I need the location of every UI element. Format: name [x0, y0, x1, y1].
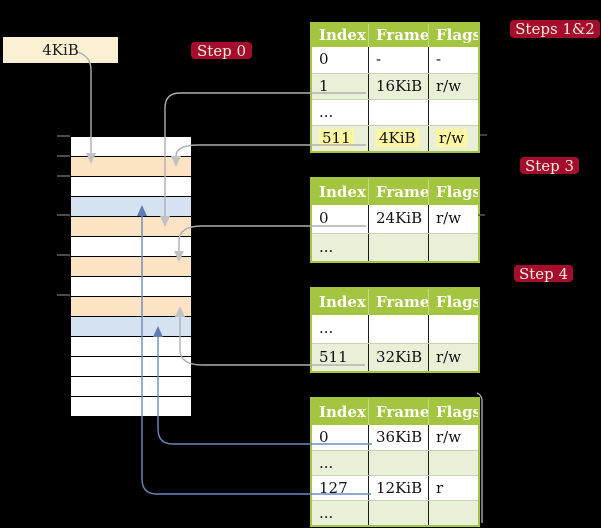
header-cell-flags: Flags: [428, 179, 478, 205]
header-cell-flags: Flags: [428, 289, 478, 315]
memory-frame-row: [71, 337, 191, 357]
header-cell-index: Index: [319, 293, 366, 311]
table-header-row: Index Frame Flags: [312, 399, 478, 425]
table-row: 1 16KiB r/w: [312, 73, 478, 99]
memory-frame-row: [71, 137, 191, 157]
header-cell-flags: Flags: [428, 399, 478, 425]
cell-frame: -: [368, 47, 428, 73]
highlight-mark: 511: [319, 129, 354, 147]
cell-flags: [428, 234, 478, 261]
step-3-badge: Step 3: [520, 157, 579, 175]
header-cell-index: Index: [319, 403, 366, 421]
cell-frame: 36KiB: [368, 425, 428, 450]
cell-flags: [428, 100, 478, 125]
highlight-mark: 4KiB: [376, 129, 419, 147]
table-row: ...: [312, 500, 478, 525]
table-row: 127 12KiB r: [312, 475, 478, 500]
physical-memory-column: [70, 136, 192, 417]
cell-index: ...: [319, 504, 334, 522]
page-table-steps-1-2: Index Frame Flags 0 - - 1 16KiB r/w ... …: [310, 22, 480, 153]
memory-frame-row: [71, 217, 191, 237]
page-table-final: Index Frame Flags 0 36KiB r/w ... 127 12…: [310, 397, 480, 527]
cell-index: 1: [319, 77, 329, 95]
cell-flags: [428, 501, 478, 525]
cell-index: 127: [319, 479, 348, 497]
cell-frame: 24KiB: [368, 205, 428, 233]
header-cell-frame: Frame: [368, 289, 428, 315]
table-row: ...: [312, 99, 478, 125]
header-cell-flags: Flags: [428, 24, 478, 47]
table-row: 0 36KiB r/w: [312, 425, 478, 450]
cell-flags: r/w: [428, 74, 478, 99]
table-row: ...: [312, 315, 478, 343]
cell-flags: [428, 315, 478, 343]
memory-frame-row: [71, 357, 191, 377]
cell-flags: r/w: [428, 126, 478, 151]
cell-frame: 16KiB: [368, 74, 428, 99]
step-0-badge: Step 0: [191, 42, 252, 60]
table-row: ...: [312, 450, 478, 475]
table-row: ...: [312, 233, 478, 261]
header-cell-frame: Frame: [368, 179, 428, 205]
cell-index: ...: [319, 319, 334, 337]
cell-frame: [368, 451, 428, 475]
header-cell-frame: Frame: [368, 24, 428, 47]
cell-frame: 4KiB: [368, 126, 428, 151]
cell-frame: [368, 315, 428, 343]
memory-frame-row: [71, 257, 191, 277]
cell-frame: [368, 501, 428, 525]
table-row: 0 - -: [312, 47, 478, 73]
page-table-step-4: Index Frame Flags ... 511 32KiB r/w: [310, 287, 480, 373]
cell-flags: r/w: [428, 205, 478, 233]
table-row-highlighted: 511 4KiB r/w: [312, 125, 478, 151]
highlight-mark: r/w: [436, 129, 468, 147]
memory-frame-row: [71, 157, 191, 177]
table-header-row: Index Frame Flags: [312, 24, 478, 47]
cell-index: ...: [319, 454, 334, 472]
steps-1-2-badge: Steps 1&2: [510, 20, 600, 38]
step-4-badge: Step 4: [514, 265, 573, 283]
cell-flags: r/w: [428, 425, 478, 450]
cell-index: 0: [319, 428, 329, 446]
cell-flags: -: [428, 47, 478, 73]
header-cell-frame: Frame: [368, 399, 428, 425]
header-cell-index: Index: [319, 183, 366, 201]
cell-index: 511: [319, 348, 348, 366]
cell-frame: 12KiB: [368, 476, 428, 500]
memory-frame-row: [71, 297, 191, 317]
cell-index: ...: [319, 238, 334, 256]
memory-frame-row: [71, 277, 191, 297]
table-row: 0 24KiB r/w: [312, 205, 478, 233]
header-cell-index: Index: [319, 26, 366, 44]
frame-size-label: 4KiB: [3, 37, 118, 63]
table-header-row: Index Frame Flags: [312, 289, 478, 315]
cell-index: 511: [312, 126, 368, 151]
memory-frame-row: [71, 197, 191, 217]
frame-boundary-ticks: [57, 135, 70, 296]
memory-frame-row: [71, 377, 191, 397]
cell-frame: [368, 234, 428, 261]
cell-flags: r: [428, 476, 478, 500]
cell-index: ...: [319, 103, 334, 121]
cell-frame: 32KiB: [368, 344, 428, 371]
cell-frame: [368, 100, 428, 125]
table-header-row: Index Frame Flags: [312, 179, 478, 205]
cell-flags: [428, 451, 478, 475]
cell-flags: r/w: [428, 344, 478, 371]
memory-frame-row: [71, 177, 191, 197]
cell-index: 0: [319, 50, 329, 68]
table-row: 511 32KiB r/w: [312, 343, 478, 371]
cell-index: 0: [319, 209, 329, 227]
page-table-step-3: Index Frame Flags 0 24KiB r/w ...: [310, 177, 480, 263]
memory-frame-row: [71, 317, 191, 337]
memory-frame-row: [71, 237, 191, 257]
memory-frame-row: [71, 397, 191, 416]
